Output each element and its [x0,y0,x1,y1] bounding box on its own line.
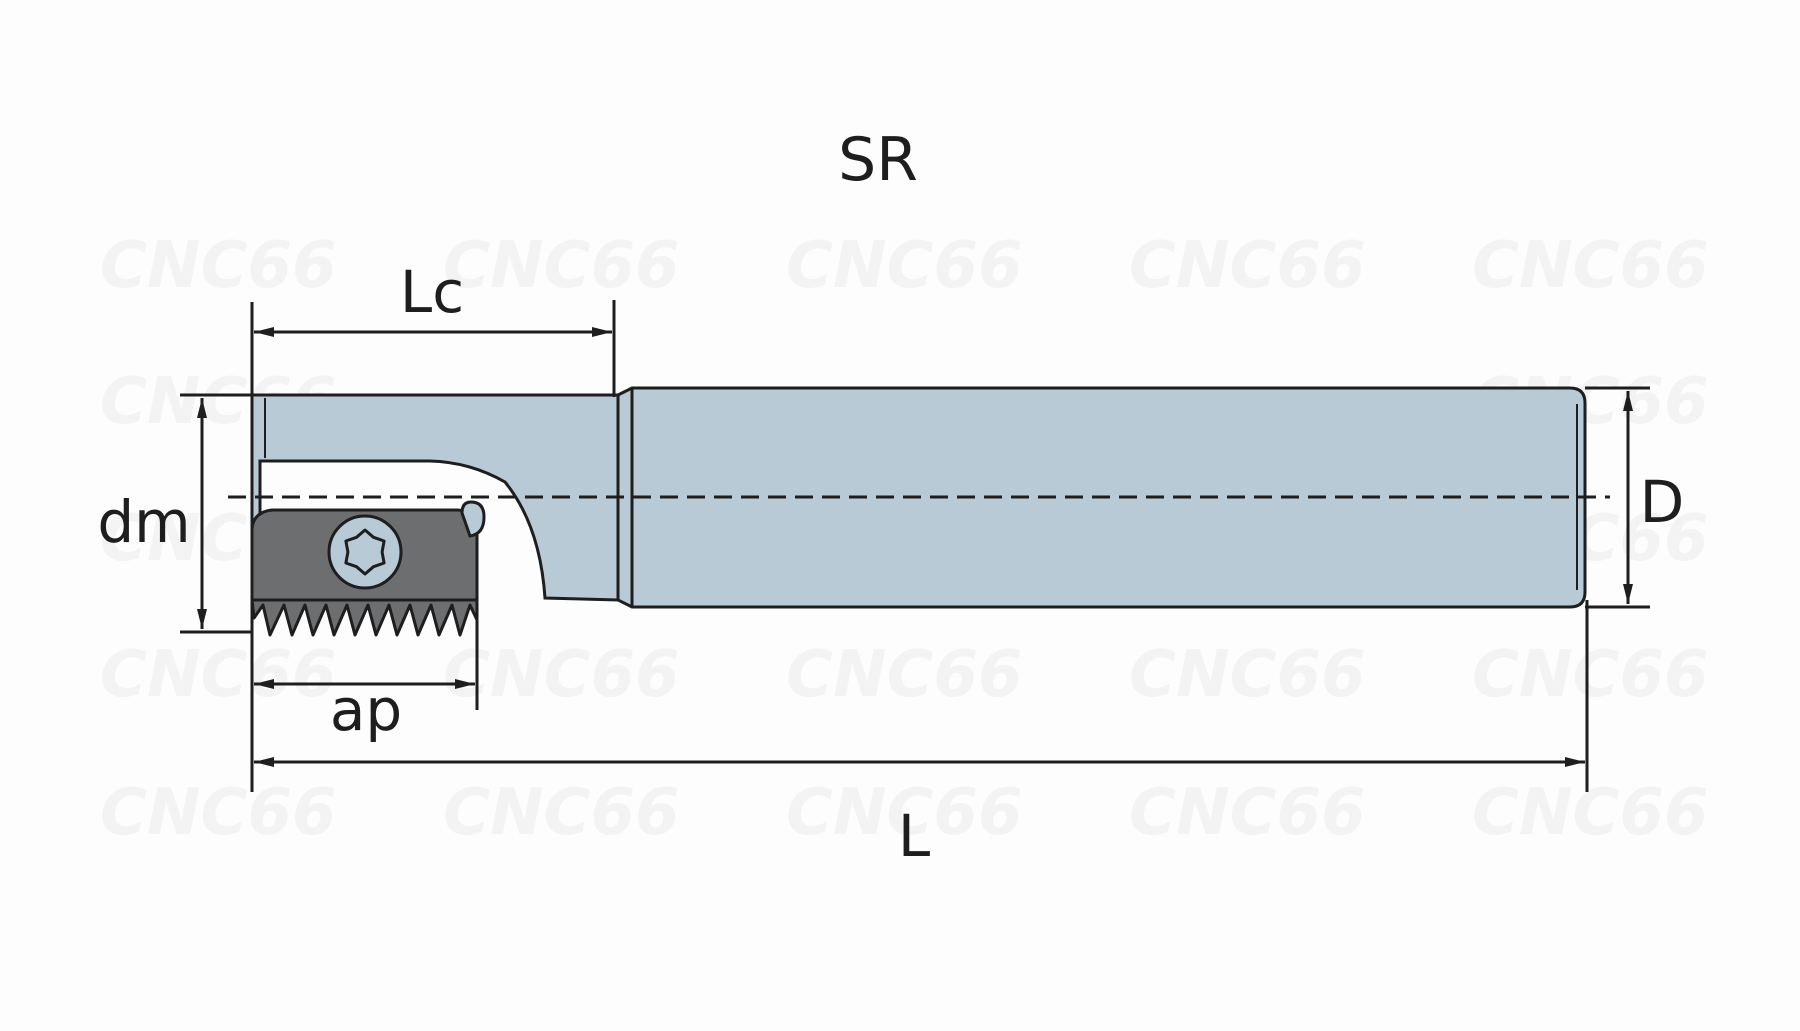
insert-thread-teeth [250,598,479,637]
dimension-label-d: D [1640,468,1685,536]
torx-screw-icon [327,514,403,590]
watermark-text: CNC66 [100,776,337,850]
watermark-text: CNC66 [786,776,1023,850]
watermark-text: CNC66 [1472,638,1709,712]
watermark-text: CNC66 [786,638,1023,712]
watermark-text: CNC66 [1129,776,1366,850]
tool-head [250,393,620,602]
watermark-text: CNC66 [1129,229,1366,303]
diagram-title: SR [838,125,918,195]
watermark-text: CNC66 [443,229,680,303]
watermark-text: CNC66 [443,776,680,850]
dimension-label-lc: Lc [400,258,464,326]
dimension-label-dm: dm [97,488,190,556]
watermark-text: CNC66 [1472,229,1709,303]
watermark-text: CNC66 [1472,776,1709,850]
watermark-text: CNC66 [100,638,337,712]
watermark-text: CNC66 [786,229,1023,303]
dimension-label-ap: ap [330,676,402,744]
watermark-text: CNC66 [1129,638,1366,712]
dimension-label-l: L [898,802,930,870]
insert-clamp [460,500,486,538]
watermark-text: CNC66 [443,638,680,712]
watermark-text: CNC66 [100,229,337,303]
